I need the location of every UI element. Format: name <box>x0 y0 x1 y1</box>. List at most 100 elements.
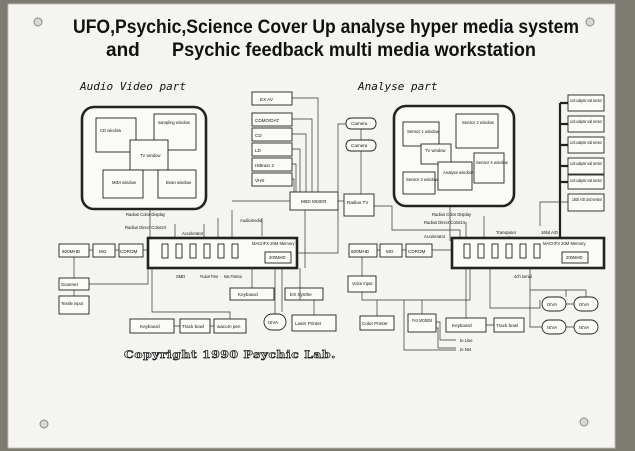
left-tv-window <box>129 139 169 171</box>
left-midi-window <box>102 169 144 199</box>
right-mac-slot <box>491 243 499 259</box>
right-sensor2-window-label: Sensor 2 window <box>462 120 495 125</box>
av-source-cd <box>251 127 293 142</box>
title-line-1: UFO,Psychic,Science Cover Up analyse hyp… <box>73 17 579 38</box>
right-sensor1-window <box>402 121 440 147</box>
right-sensor4-window <box>473 152 505 184</box>
right-mac-model: MACIIFX 20M Memory <box>543 241 586 246</box>
left-mac-slot <box>203 243 211 259</box>
label-4ch-serial: 4ch serial <box>514 274 532 279</box>
left-scanner-label: Scanner <box>61 282 79 287</box>
right-mac-disk <box>561 251 589 264</box>
right-track-bowl-label: Track bowl <box>496 323 518 328</box>
right-storage-cdrom <box>405 243 433 258</box>
right-mac-slot <box>463 243 471 259</box>
right-sensor3-window-label: Sensor 3 window <box>406 177 439 182</box>
av-source-cdmo-dat <box>251 112 293 127</box>
section-audio-video: Audio Video part <box>79 80 186 93</box>
screw-top-left-icon <box>33 17 43 27</box>
right-mac-uplinks <box>374 205 510 241</box>
screw-top-right-icon <box>585 17 595 27</box>
label-audiomedia: Audiomedia <box>240 218 263 223</box>
right-storage-mo-label: MO <box>386 249 394 254</box>
left-wacom-pen-label: wacom pen <box>217 324 241 329</box>
camera-1-label: Camera <box>351 121 368 126</box>
right-analyse-window <box>437 161 473 191</box>
right-color-printer-label: Color Printer <box>362 321 388 326</box>
left-storage-mo <box>92 243 116 258</box>
av-source-hibrain-label: HiBrain 2 <box>255 163 274 168</box>
right-mac-downlinks <box>361 257 541 326</box>
av-source-vhs-label: VHS <box>255 178 264 183</box>
label-16bit-ad: 16bit A/D <box>541 230 558 235</box>
right-mac-slots <box>463 243 541 259</box>
link-adapter-5-label: Link adapter and sensor <box>570 178 602 183</box>
av-source-ld-label: LD <box>255 148 262 153</box>
section-analyse: Analyse part <box>357 80 438 93</box>
label-transputer: Transputer <box>496 230 517 235</box>
label-accelerator-left: Accelerator <box>182 231 204 236</box>
link-adapter-ad-label: 16bit A/D and sensor <box>572 197 602 202</box>
right-mac-slot <box>519 243 527 259</box>
left-storage-cdrom <box>118 243 144 258</box>
link-adapter-stack: Link adapter and sensor Link adapter and… <box>567 94 605 212</box>
left-mac-slots <box>161 243 239 259</box>
av-source-ld <box>251 142 293 157</box>
screw-bottom-right-icon <box>579 417 589 427</box>
label-radius-color-display-right: Radius Color Display <box>432 212 472 217</box>
left-storage-600mhd-label: 600MHD <box>62 249 81 254</box>
left-mac-disk-label: 200MHD <box>269 255 286 260</box>
left-isva-label: ISVA <box>268 320 279 325</box>
right-sensor2-window <box>455 113 499 149</box>
left-midi-window-label: MIDI window <box>112 180 137 185</box>
left-printer-links <box>274 268 315 315</box>
left-keyboard-label: Keyboard <box>238 292 258 297</box>
right-mac-disk-label: 200MHD <box>566 255 583 260</box>
panel-background <box>7 3 616 449</box>
left-textile-input-label: Textile input <box>61 301 84 306</box>
right-mac-slot <box>477 243 485 259</box>
right-isva-1-label: ISVA <box>547 302 558 307</box>
link-adapter-ad <box>567 193 605 212</box>
right-isva-2-label: ISVA <box>579 302 590 307</box>
left-storage-cdrom-label: CDROM <box>120 249 138 254</box>
right-mac-slot <box>505 243 513 259</box>
left-mac-uplinks <box>149 200 290 241</box>
left-mac-slot <box>175 243 183 259</box>
right-storage-600mhd-label: 600MHD <box>351 249 370 254</box>
right-isva-links <box>529 268 587 328</box>
left-mac-model: MACIIFX 20M Memory <box>252 241 295 246</box>
left-cd-window-label: CD window <box>100 128 122 133</box>
av-to-mixer-lines <box>292 97 319 192</box>
right-keyboard-label: Keyboard <box>452 323 472 328</box>
av-source-stack: EX AV CDMO/DAT CD LD HiBrain 2 VHS <box>251 91 293 187</box>
left-mac-slot <box>189 243 197 259</box>
title-line-2: and <box>106 40 140 61</box>
label-radius-direct-color-left: Radius Direct Color24 <box>125 225 167 230</box>
right-sensor1-window-label: Sensor 1 window <box>407 129 440 134</box>
left-brain-window <box>157 169 197 199</box>
right-storage-cdrom-label: CDROM <box>408 249 426 254</box>
right-tv-window-label: TV window <box>425 148 446 153</box>
ad-link <box>539 201 568 226</box>
link-adapter-4-label: Link adapter and sensor <box>570 161 602 166</box>
left-ex-synthe-label: EX Synthe <box>290 292 312 297</box>
right-modem-lines <box>403 300 456 351</box>
label-to-net: to Net <box>460 347 472 352</box>
radius-tv-box <box>343 193 375 217</box>
midi-mixer-label: MIDI MIXER <box>301 199 327 204</box>
left-sampling-window-label: sampling window <box>158 120 191 125</box>
radius-tv-label: Radius TV <box>347 200 369 205</box>
copyright-text: Copyright 1990 Psychic Lab. <box>124 350 336 361</box>
av-source-vhs <box>251 172 293 187</box>
left-mac-slot <box>231 243 239 259</box>
link-adapter-2-label: Link adapter and sensor <box>570 119 602 124</box>
left-mac-sub-picture-press: Picuture Press <box>200 274 218 279</box>
left-keyboard-bottom-label: Keyboard <box>140 324 160 329</box>
label-to-line: to Line <box>460 338 473 343</box>
panel-glare <box>8 4 615 448</box>
left-cd-window <box>95 117 137 153</box>
right-tv-window <box>420 143 452 165</box>
camera-2-label: Camera <box>351 143 368 148</box>
